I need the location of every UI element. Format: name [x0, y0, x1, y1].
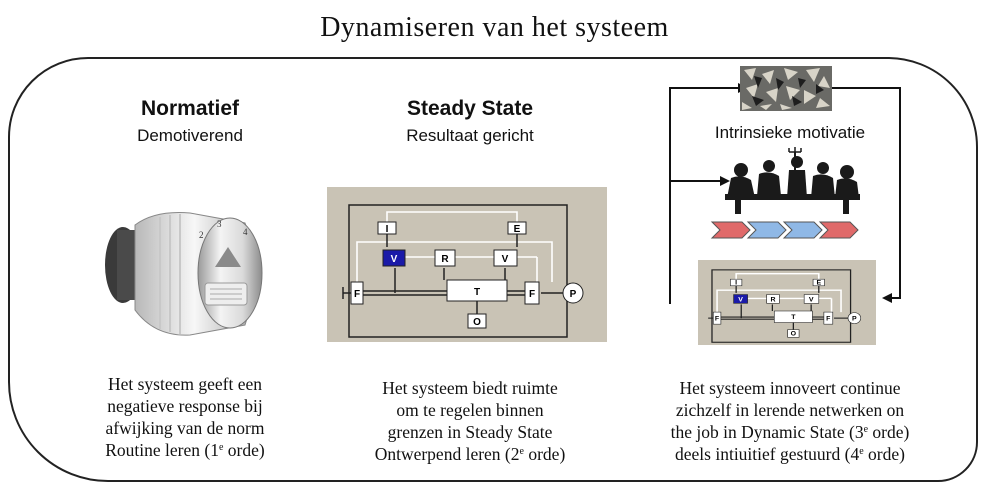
desc-dynamic-line: deels intiuitief gestuurd (4e orde) [625, 443, 955, 465]
small-box-r-label: R [770, 297, 775, 303]
desc-dynamic-line4-pre: deels intiuitief gestuurd (4 [675, 444, 860, 464]
box-i-label: I [386, 224, 389, 235]
small-box-v-blue-label: V [738, 297, 743, 303]
desc-steady-state: Het systeem biedt ruimte om te regelen b… [330, 377, 610, 465]
small-box-t-label: T [791, 315, 795, 321]
process-chevrons [710, 221, 859, 239]
desc-dynamic-state: Het systeem innoveert continue zichzelf … [625, 377, 955, 465]
desc-dynamic-line: zichzelf in lerende netwerken on [675, 400, 905, 420]
dynamic-state-system-diagram: I E V R V F T F P O [698, 260, 876, 345]
subheading-demotiverend: Demotiverend [137, 126, 243, 145]
svg-text:2: 2 [199, 230, 204, 240]
small-circle-p-label: P [852, 316, 857, 322]
thermostat-valve-image: 2 3 4 [105, 212, 263, 336]
svg-text:3: 3 [217, 219, 222, 229]
subheading-resultaat-gericht: Resultaat gericht [406, 126, 534, 145]
diagram-panel [698, 260, 876, 345]
box-o-label: O [473, 317, 481, 328]
desc-steady-state-line: grenzen in Steady State [387, 422, 553, 442]
desc-normatief-line: negatieve response bij [107, 396, 263, 416]
desc-normatief-line: afwijking van de norm [105, 418, 265, 438]
desc-normatief-line-pre: Routine leren (1 [105, 440, 219, 460]
box-f-right [524, 281, 540, 305]
desc-dynamic-line3-pre: the job in Dynamic State (3 [670, 422, 864, 442]
heading-steady-state: Steady State [406, 97, 534, 120]
desc-steady-state-line-sup: e [519, 446, 524, 457]
small-box-f-right-label: F [826, 316, 830, 322]
desc-steady-state-line: om te regelen binnen [396, 400, 544, 420]
diagram-panel [327, 187, 607, 342]
box-v-blue [382, 249, 406, 267]
desc-dynamic-line: Het systeem innoveert continue [679, 378, 901, 398]
desc-normatief: Het systeem geeft een negatieve response… [40, 373, 330, 461]
box-i [377, 221, 397, 235]
box-r-label: R [441, 254, 449, 265]
desc-steady-state-line-post: orde) [523, 444, 566, 464]
box-e [507, 221, 527, 235]
page-title: Dynamiseren van het systeem [320, 12, 669, 43]
box-f-left [350, 281, 364, 305]
box-t-label: T [474, 287, 480, 298]
subheading-intrinsieke-motivatie: Intrinsieke motivatie [714, 123, 866, 142]
box-v-label: V [502, 254, 509, 265]
desc-steady-state-line-pre: Ontwerpend leren (2 [374, 444, 520, 464]
circle-p [562, 282, 584, 304]
desc-dynamic-line3-sup: e [863, 424, 869, 435]
svg-text:4: 4 [243, 227, 248, 237]
box-t [446, 279, 508, 302]
box-f-right-label: F [529, 289, 535, 300]
small-box-i-label: I [735, 280, 737, 286]
desc-steady-state-line: Ontwerpend leren (2e orde) [330, 443, 610, 465]
desc-dynamic-line4-post: orde) [863, 444, 905, 464]
small-box-v-label: V [809, 297, 814, 303]
desc-normatief-line-post: orde) [223, 440, 265, 460]
desc-dynamic-line3-post: orde) [868, 422, 910, 442]
small-box-f-left-label: F [715, 316, 719, 322]
desc-normatief-line-sup: e [218, 442, 224, 453]
box-r [434, 249, 456, 267]
desc-dynamic-line4-sup: e [859, 446, 864, 457]
small-box-o-label: O [791, 331, 796, 337]
outer-frame [8, 57, 978, 482]
people-silhouette-image [725, 147, 860, 214]
box-v [493, 249, 518, 267]
steady-state-system-diagram: I E V R V F T F P O [327, 187, 607, 342]
mosaic-pattern-image [740, 66, 832, 111]
box-o [467, 313, 487, 329]
desc-dynamic-line: the job in Dynamic State (3e orde) [625, 421, 955, 443]
desc-steady-state-line: Het systeem biedt ruimte [382, 378, 558, 398]
desc-normatief-line: Routine leren (1e orde) [40, 439, 330, 461]
box-v-blue-label: V [391, 254, 398, 265]
heading-normatief: Normatief [140, 97, 240, 120]
box-f-left-label: F [354, 289, 360, 300]
system-boundary [348, 204, 568, 338]
desc-normatief-line: Het systeem geeft een [107, 374, 263, 394]
small-box-e-label: E [816, 280, 821, 286]
circle-p-label: P [570, 289, 577, 300]
box-e-label: E [514, 224, 521, 235]
